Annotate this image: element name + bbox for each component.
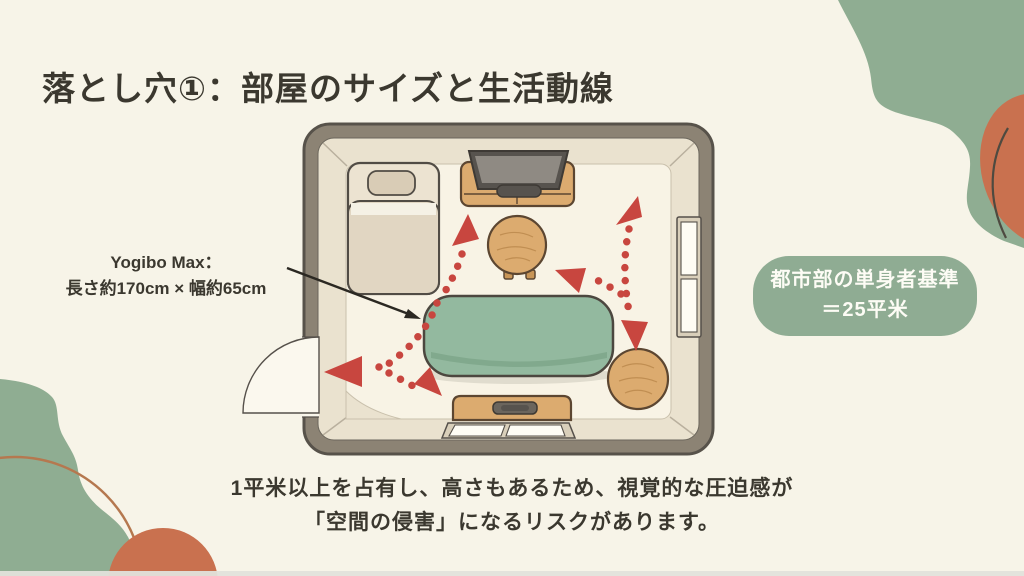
urban-standard-badge: 都市部の単身者基準 ＝25平米 <box>753 256 977 336</box>
corner-perspective-lines <box>322 142 695 436</box>
badge-line1: 都市部の単身者基準 <box>770 269 960 291</box>
side-window <box>676 216 702 338</box>
bottom-edge-strip <box>0 571 1024 576</box>
caption-line1: 1平米以上を占有し、高さもあるため、視覚的な圧迫感が <box>230 477 794 500</box>
yogibo-dimension-label: Yogibo Max： 長さ約170cm × 幅約65cm <box>40 250 292 303</box>
yogibo-label-line1: Yogibo Max： <box>110 253 222 272</box>
orange-blob-shape <box>980 93 1024 247</box>
side-stool <box>606 347 670 411</box>
bottom-window <box>440 422 577 439</box>
caption-text: 1平米以上を占有し、高さもあるため、視覚的な圧迫感が 「空間の侵害」になるリスク… <box>0 472 1024 540</box>
corner-blob-top-right <box>838 0 1024 248</box>
tv <box>467 150 570 198</box>
thin-curve-line <box>991 127 1009 239</box>
low-board <box>451 394 573 422</box>
movement-flow-arrows <box>324 196 648 396</box>
yogibo-label-line2: 長さ約170cm × 幅約65cm <box>65 279 267 299</box>
entrance-area <box>345 389 402 420</box>
room-floor-plan <box>242 122 715 456</box>
round-table <box>486 214 548 280</box>
yogibo-max <box>422 294 615 384</box>
wood-grain <box>496 231 537 262</box>
caption-line2: 「空間の侵害」になるリスクがあります。 <box>304 511 720 535</box>
pillow <box>367 170 416 196</box>
label-pointer-arrow <box>286 266 421 319</box>
wood-grain <box>618 363 658 395</box>
page-title: 落とし穴①：部屋のサイズと生活動線 <box>42 70 614 108</box>
bed <box>346 161 441 296</box>
door-swing-arc <box>242 336 320 414</box>
badge-line2: ＝25平米 <box>821 299 909 321</box>
entrance-door <box>242 336 320 418</box>
arrow-heads <box>324 196 648 396</box>
green-blob-shape <box>838 0 1024 248</box>
